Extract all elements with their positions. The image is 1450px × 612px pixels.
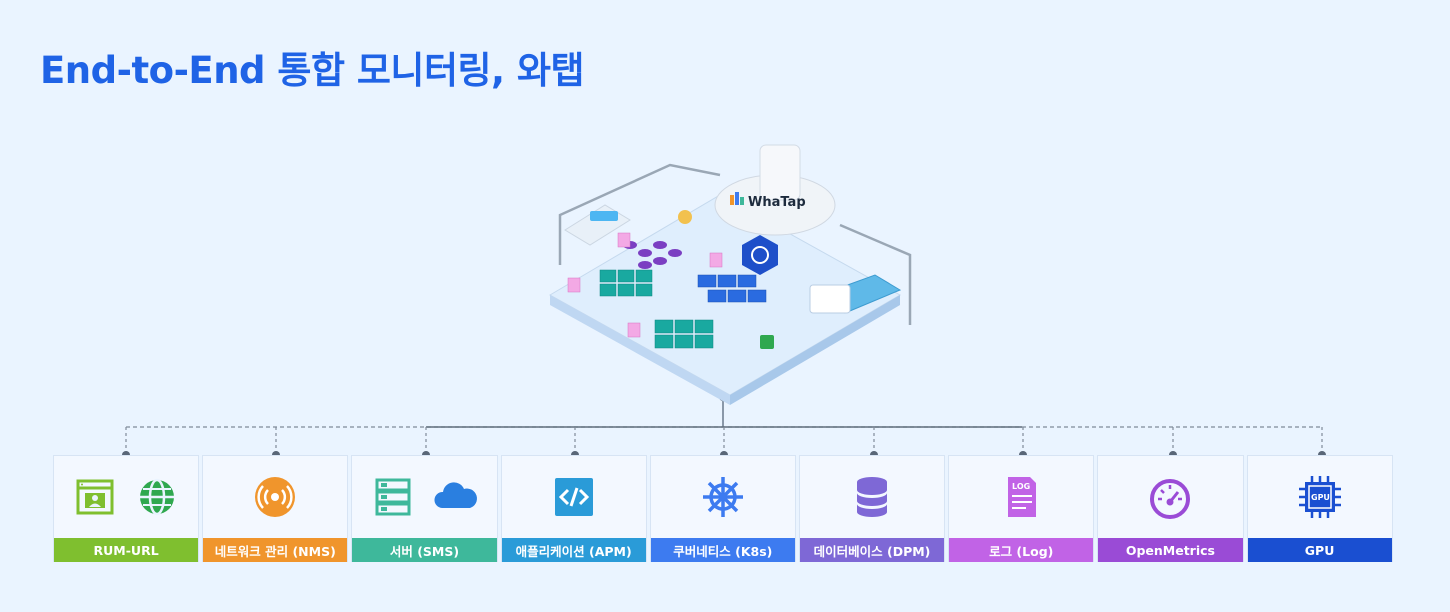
card-nms[interactable]: 네트워크 관리 (NMS) (202, 455, 349, 562)
card-label: 데이터베이스 (DPM) (799, 538, 945, 562)
svg-text:LOG: LOG (1012, 482, 1030, 491)
card-apm[interactable]: 애플리케이션 (APM) (500, 455, 647, 562)
card-label: 네트워크 관리 (NMS) (203, 538, 348, 562)
card-label: 쿠버네티스 (K8s) (650, 538, 795, 562)
code-icon (554, 478, 593, 516)
broadcast-icon (255, 477, 296, 517)
svg-text:WhaTap: WhaTap (748, 195, 806, 210)
infrastructure-illustration: WhaTap (548, 144, 912, 405)
server-rack-icon (375, 478, 411, 516)
category-cards: RUM-URL 네트워크 관리 (NMS) (53, 455, 1397, 562)
card-k8s[interactable]: 쿠버네티스 (K8s) (649, 455, 796, 562)
browser-user-icon (76, 479, 114, 515)
card-openmetrics[interactable]: OpenMetrics (1097, 455, 1244, 562)
card-label: GPU (1247, 538, 1392, 562)
card-sms[interactable]: 서버 (SMS) (351, 455, 498, 562)
card-log[interactable]: LOG 로그 (Log) (948, 455, 1095, 562)
card-gpu[interactable]: GPU GPU (1246, 455, 1393, 562)
card-rum-url[interactable]: RUM-URL (53, 455, 200, 562)
cloud-icon (434, 482, 478, 508)
card-label: 서버 (SMS) (352, 538, 497, 562)
card-label: 로그 (Log) (949, 538, 1094, 562)
kubernetes-icon (702, 477, 743, 517)
card-label: 애플리케이션 (APM) (501, 538, 646, 562)
globe-icon (140, 478, 175, 516)
page-title: End-to-End 통합 모니터링, 와탭 (40, 49, 585, 92)
gauge-icon (1150, 479, 1191, 519)
database-icon (857, 477, 888, 517)
card-label: OpenMetrics (1098, 538, 1243, 562)
log-file-icon: LOG (1008, 477, 1037, 517)
gpu-chip-icon: GPU (1298, 476, 1341, 518)
svg-text:GPU: GPU (1311, 493, 1330, 502)
whatap-logo: WhaTap (730, 192, 806, 210)
card-dpm[interactable]: 데이터베이스 (DPM) (798, 455, 946, 562)
card-label: RUM-URL (54, 538, 199, 562)
